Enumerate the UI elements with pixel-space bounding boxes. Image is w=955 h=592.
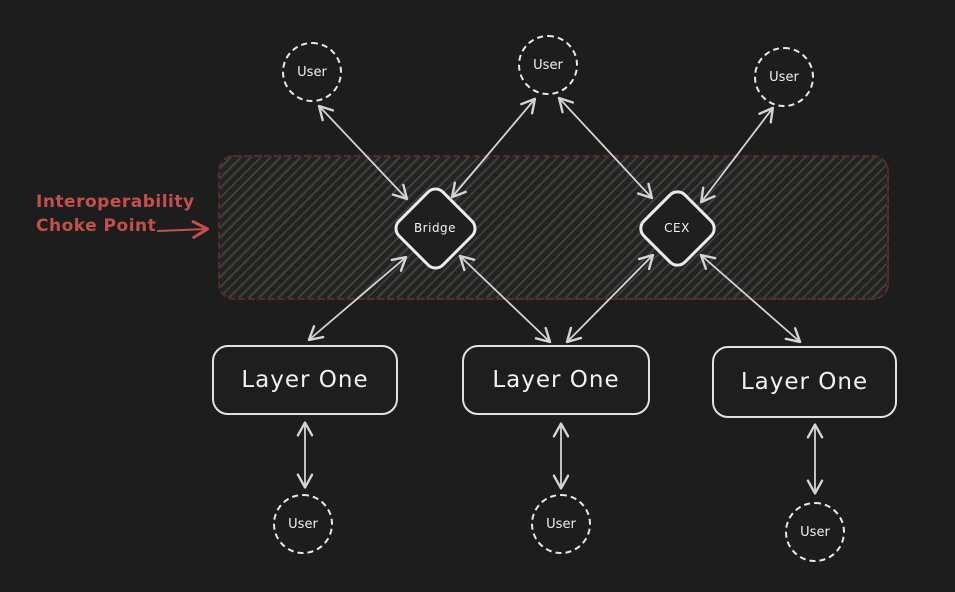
user-node-top-1: User (282, 42, 342, 102)
bridge-node: Bridge (389, 182, 481, 274)
layer-one-label: Layer One (492, 367, 620, 393)
edge-usertop2-bridge (450, 97, 537, 199)
edge-usertop3-cex (699, 106, 775, 204)
edge-cex-layerone2 (565, 253, 655, 344)
choke-point-label-line2: Choke Point (36, 216, 157, 236)
user-node-bottom-1: User (273, 494, 333, 554)
choke-point-label: Interoperability Choke Point (36, 190, 195, 238)
cex-label: CEX (664, 221, 690, 235)
user-label: User (546, 516, 576, 532)
user-node-bottom-3: User (785, 502, 845, 562)
bridge-label: Bridge (413, 221, 457, 235)
user-label: User (288, 516, 318, 532)
cex-node: CEX (633, 184, 721, 272)
edge-usertop2-cex (557, 96, 654, 200)
user-label: User (533, 57, 563, 73)
edge-usertop1-bridge (317, 104, 409, 201)
edge-bridge-layerone2 (458, 254, 552, 344)
edge-bridge-layerone1 (307, 255, 408, 342)
layer-one-node-2: Layer One (462, 345, 650, 415)
layer-one-node-1: Layer One (212, 345, 398, 415)
user-node-top-2: User (518, 35, 578, 95)
layer-one-node-3: Layer One (712, 346, 897, 418)
user-label: User (800, 524, 830, 540)
user-label: User (297, 64, 327, 80)
edge-cex-layerone3 (699, 253, 802, 344)
user-node-top-3: User (754, 47, 814, 107)
choke-point-pointer-arrow (157, 220, 210, 239)
user-label: User (769, 69, 799, 85)
user-node-bottom-2: User (531, 494, 591, 554)
layer-one-label: Layer One (241, 367, 369, 393)
layer-one-label: Layer One (740, 369, 869, 395)
choke-point-label-line1: Interoperability (36, 192, 195, 212)
